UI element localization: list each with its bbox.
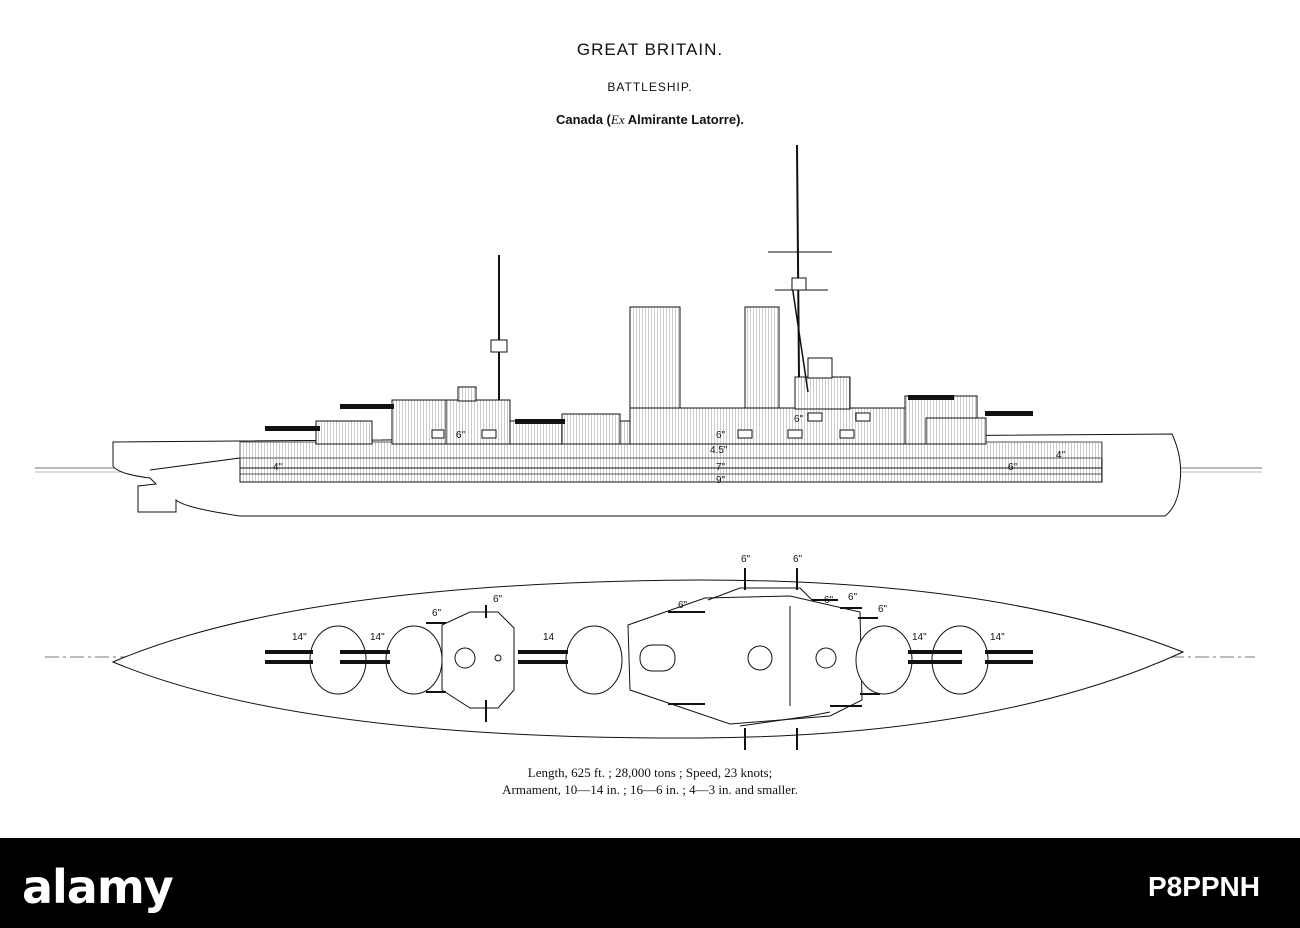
caption-armament: Armament, 10—14 in. ; 16—6 in. ; 4—3 in.… bbox=[502, 782, 798, 797]
label-6-g: 6" bbox=[848, 592, 858, 603]
aft-barbette bbox=[315, 420, 373, 445]
profile-armor-labels: 6" 6" 6" 4.5" 7" 9" 4" 6" 4" bbox=[273, 414, 1066, 486]
aft-deckhouse bbox=[445, 399, 511, 445]
label-6-d: 6" bbox=[741, 554, 751, 565]
aft-funnel bbox=[629, 306, 681, 409]
label-armor-6-mid: 6" bbox=[716, 430, 726, 441]
ship-drawings: 6" 6" 6" 4.5" 7" 9" 4" 6" 4" bbox=[35, 144, 1262, 750]
main-guns-profile bbox=[265, 395, 1033, 431]
label-armor-6-aft: 6" bbox=[456, 430, 466, 441]
country-title: GREAT BRITAIN. bbox=[576, 40, 724, 59]
label-armor-7: 7" bbox=[716, 462, 726, 473]
aft-deckhouse-plan bbox=[441, 611, 515, 709]
fwd-funnel bbox=[744, 306, 780, 409]
fwd-barbette bbox=[925, 417, 987, 445]
label-6-a: 6" bbox=[432, 608, 442, 619]
caption-specs: Length, 625 ft. ; 28,000 tons ; Speed, 2… bbox=[527, 765, 773, 780]
label-belt-4-fwd: 4" bbox=[1056, 450, 1066, 461]
main-turrets-plan bbox=[309, 625, 989, 695]
midship-turret bbox=[561, 413, 621, 445]
label-6-c: 6" bbox=[678, 600, 688, 611]
stock-footer-bar: alamy P8PPNH bbox=[0, 838, 1300, 928]
secondary-guns-plan bbox=[426, 568, 880, 750]
label-14-turret-b: 14" bbox=[370, 632, 385, 643]
drawing-plate: GREAT BRITAIN. BATTLESHIP. Canada (Ex Al… bbox=[35, 40, 1262, 797]
label-armor-4-5: 4.5" bbox=[710, 445, 728, 456]
label-belt-6-fwd: 6" bbox=[1008, 462, 1018, 473]
label-6-h: 6" bbox=[878, 604, 888, 615]
label-6-e: 6" bbox=[793, 554, 803, 565]
label-14-turret-d: 14" bbox=[912, 632, 927, 643]
alamy-logo[interactable]: alamy bbox=[22, 860, 174, 914]
ship-type-subtitle: BATTLESHIP. bbox=[607, 80, 693, 94]
label-6-b: 6" bbox=[493, 594, 503, 605]
plan-gun-labels: 14" 14" 14 14" 14" 6" 6" 6" 6" 6" 6" 6" … bbox=[292, 554, 1005, 643]
plan-view bbox=[45, 568, 1255, 750]
main-gun-barrels-plan bbox=[265, 650, 1033, 664]
fwd-superstructure-plan bbox=[627, 595, 863, 725]
label-belt-4-aft: 4" bbox=[273, 462, 283, 473]
label-14-turret-e: 14" bbox=[990, 632, 1005, 643]
label-armor-6-fwd: 6" bbox=[794, 414, 804, 425]
fore-mast bbox=[791, 284, 809, 393]
stock-image-id: P8PPNH bbox=[1147, 871, 1260, 902]
label-6-f: 6" bbox=[824, 595, 834, 606]
profile-view bbox=[35, 144, 1262, 517]
armor-belt bbox=[239, 457, 1103, 483]
label-14-turret-c: 14 bbox=[543, 632, 555, 643]
label-14-turret-a: 14" bbox=[292, 632, 307, 643]
label-armor-9: 9" bbox=[716, 475, 726, 486]
ship-name: Canada (Ex Almirante Latorre). bbox=[555, 112, 745, 127]
